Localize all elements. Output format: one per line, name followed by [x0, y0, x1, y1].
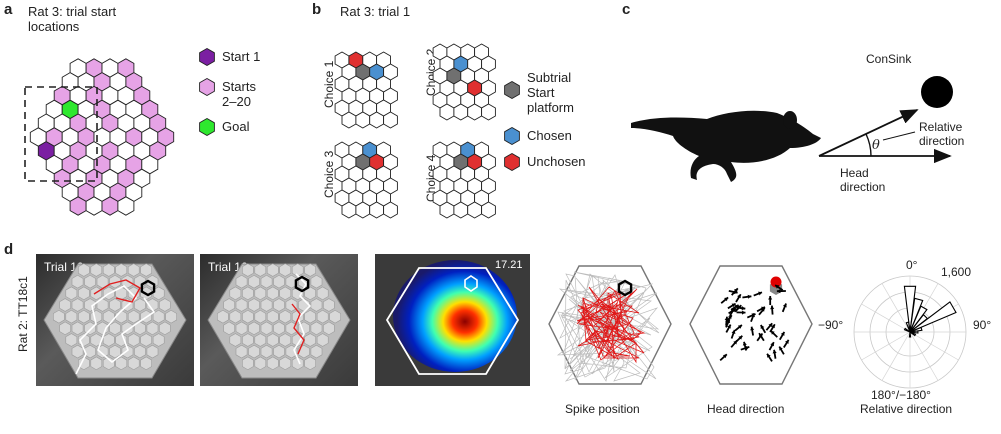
- choice-platform-hex: [439, 103, 455, 121]
- choice-platform-hex: [355, 201, 371, 219]
- polar-radial-max: 1,600: [941, 265, 972, 279]
- polar-left-label: −90°: [818, 318, 844, 332]
- dashed-selection-box: [24, 86, 98, 182]
- angle-theta: θ: [872, 138, 880, 153]
- choice-platform-hex: [383, 201, 398, 219]
- head-direction-caption: Head direction: [707, 402, 785, 416]
- ratemap-heatmap: [385, 260, 520, 375]
- polar-right-label: 90°: [973, 318, 992, 332]
- head-line1: Head: [840, 166, 869, 180]
- choice-platform-hex: [383, 111, 398, 129]
- consink-target: [921, 76, 953, 108]
- direction-vectors: [818, 109, 952, 164]
- start-platform-hex: [117, 196, 135, 216]
- choice-platform-hex: [453, 201, 469, 219]
- trial-16-arena: [207, 263, 351, 379]
- ratemap-peak-value: 17.21: [495, 259, 523, 271]
- rat-silhouette: [631, 110, 821, 182]
- legend-label: Unchosen: [527, 154, 586, 169]
- legend-swatch-icon: [504, 126, 520, 146]
- panel-b-title: Rat 3: trial 1: [340, 4, 411, 19]
- legend-swatch-icon: [504, 80, 520, 100]
- panel-d-letter: d: [4, 241, 14, 258]
- panel-a-title-line2: locations: [28, 19, 80, 34]
- choice-platform-hex: [453, 103, 469, 121]
- panel-a-title-line1: Rat 3: trial start: [28, 4, 117, 19]
- choice-platform-hex: [355, 111, 371, 129]
- legend-label: Chosen: [527, 128, 572, 143]
- panel-a-letter: a: [4, 1, 13, 18]
- head-line2: direction: [840, 180, 886, 194]
- choice-platform-hex: [467, 103, 483, 121]
- choice-platform-hex: [481, 103, 496, 121]
- choice-platform-hex: [341, 201, 357, 219]
- legend-swatch-icon: [504, 152, 520, 172]
- spike-position-plot: [548, 265, 672, 385]
- choice-platform-hex: [369, 111, 385, 129]
- consink-label: ConSink: [866, 52, 912, 66]
- spike-position-caption: Spike position: [565, 402, 640, 416]
- legend-swatch-icon: [199, 77, 215, 97]
- panel-b-letter: b: [312, 1, 322, 18]
- relative-direction-label: Relative direction: [919, 120, 964, 148]
- choice-platform-hex: [481, 201, 496, 219]
- legend-label: Goal: [222, 119, 250, 134]
- relative-line2: direction: [919, 134, 965, 148]
- choice-platform-hex: [467, 201, 483, 219]
- panel-c-letter: c: [622, 1, 631, 18]
- choice-hex-grids: [334, 43, 496, 219]
- head-direction-label: Head direction: [840, 166, 885, 194]
- polar-top-label: 0°: [906, 258, 918, 272]
- trial-10-arena: [43, 263, 187, 379]
- legend-swatch-icon: [199, 117, 215, 137]
- choice-platform-hex: [369, 201, 385, 219]
- relative-direction-polar-plot: [853, 275, 967, 389]
- legend-swatch-icon: [199, 47, 215, 67]
- head-direction-plot: [689, 265, 813, 385]
- legend-label: Start 1: [222, 49, 261, 64]
- choice-platform-hex: [341, 111, 357, 129]
- cell-id-label: Rat 2: TT18c1: [16, 276, 30, 352]
- relative-line1: Relative: [919, 120, 963, 134]
- relative-direction-caption: Relative direction: [860, 402, 953, 416]
- panel-a-title: Rat 3: trial start locations: [28, 4, 116, 34]
- start-location-hex-grid: [29, 58, 175, 216]
- polar-bottom-label: 180°/−180°: [871, 388, 931, 402]
- choice-platform-hex: [439, 201, 455, 219]
